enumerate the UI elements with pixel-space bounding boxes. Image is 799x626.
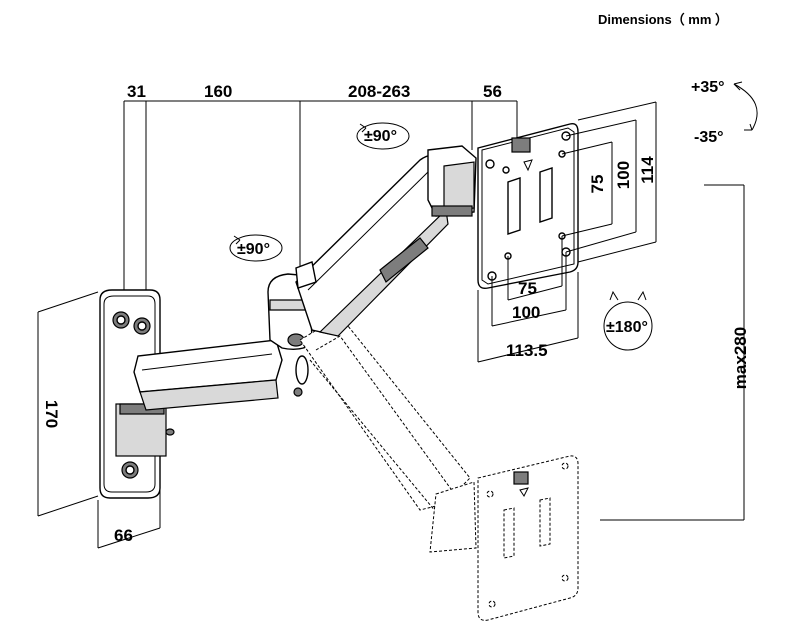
wall-plate [99,289,175,499]
upper-head-joint [427,145,477,217]
dim-170-label: 170 [42,400,61,428]
dim-vesa-w75-label: 75 [518,279,537,298]
arm-swivel-label: ±90° [237,241,270,258]
dim-208-263-label: 208-263 [348,82,410,101]
arm-swivel-badge: ±90° [229,234,283,262]
tilt-down-label: -35° [694,129,724,146]
dim-31-label: 31 [127,82,146,101]
head-swivel-label: ±90° [364,128,397,145]
tilt-up-label: +35° [691,79,725,96]
rotation-label: ±180° [606,319,648,336]
dim-56-label: 56 [483,82,502,101]
dim-66-label: 66 [114,526,133,545]
dim-max280-label: max280 [731,327,750,389]
dim-vesa-h75-label: 75 [588,175,607,194]
lower-vesa-plate-ghost [477,455,579,621]
dim-160-label: 160 [204,82,232,101]
dim-vesa-w100-label: 100 [512,303,540,322]
diagram-title: Dimensions（ mm ） [598,12,728,27]
tilt-badge: +35° -35° [691,79,758,146]
head-swivel-badge: ±90° [356,122,410,150]
top-dimension-lines [123,100,518,290]
dim-vesa-h100-label: 100 [614,161,633,189]
elbow-joint [267,273,313,351]
upper-vesa-plate [477,122,579,290]
up-arrow-icon [523,159,533,172]
vertical-travel-dimension [600,184,745,521]
vesa-dimension-lines [477,101,657,363]
first-arm [133,339,309,411]
upper-arm [295,154,449,337]
dim-head-w113-label: 113.5 [506,341,548,360]
dim-head-h114-label: 114 [638,156,657,184]
lower-arm-ghost [299,315,579,621]
rotation-badge: ±180° [603,290,653,351]
tilt-knob-icon [511,137,531,153]
